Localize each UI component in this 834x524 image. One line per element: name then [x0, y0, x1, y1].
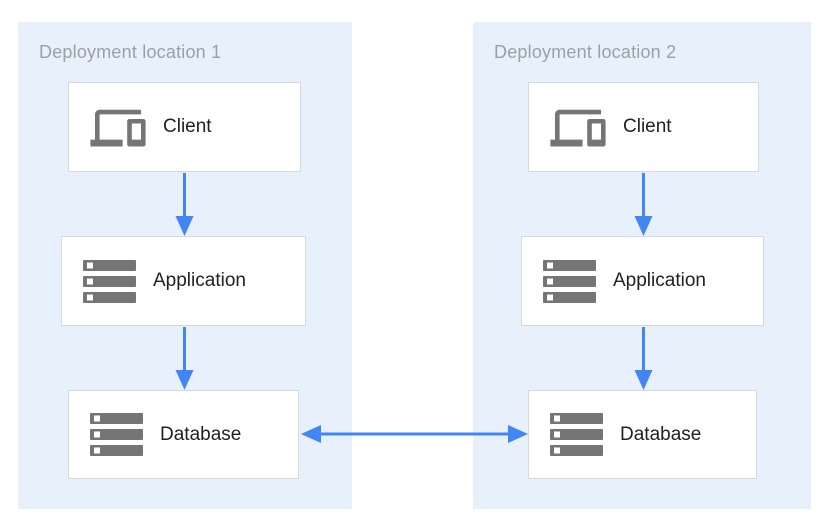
panel-title-1: Deployment location 1	[39, 42, 222, 62]
database-node-2: Database	[528, 390, 757, 479]
node-label: Client	[623, 116, 672, 137]
application-node-1: Application	[61, 236, 306, 326]
application-node-2: Application	[521, 236, 764, 326]
server-stack-icon	[543, 259, 596, 303]
server-stack-icon	[90, 413, 143, 456]
client-node-1: Client	[68, 82, 301, 172]
server-stack-icon	[83, 259, 136, 303]
node-label: Application	[613, 270, 706, 291]
panel-title-2: Deployment location 2	[494, 42, 677, 62]
client-devices-icon	[550, 109, 606, 147]
node-label: Client	[163, 116, 212, 137]
node-label: Database	[160, 423, 242, 445]
node-label: Database	[620, 423, 702, 445]
node-label: Application	[153, 270, 246, 291]
client-node-2: Client	[528, 82, 759, 172]
client-devices-icon	[90, 109, 146, 147]
database-node-1: Database	[68, 390, 299, 479]
server-stack-icon	[550, 413, 603, 456]
